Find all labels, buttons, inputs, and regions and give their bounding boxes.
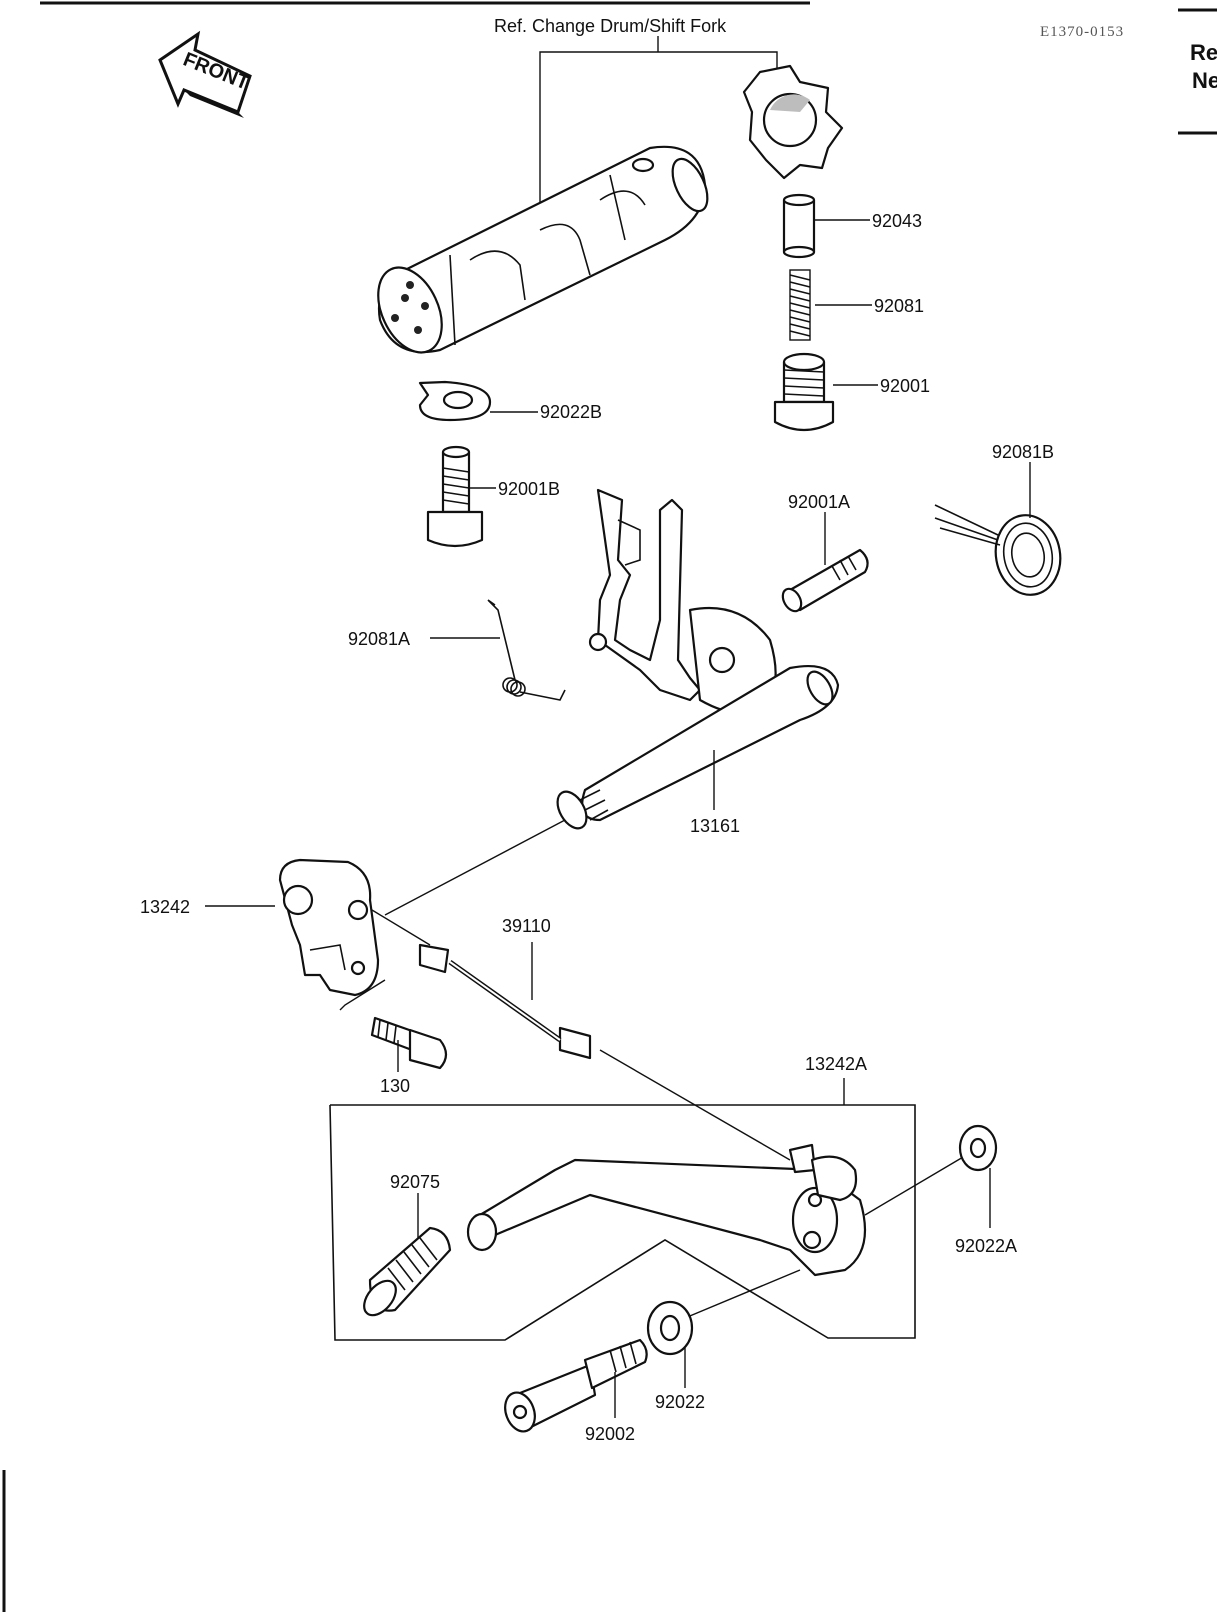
drawing-code: E1370-0153 bbox=[1040, 24, 1124, 40]
label-39110: 39110 bbox=[502, 916, 551, 936]
pedal-group-frame bbox=[329, 1104, 916, 1341]
label-92081A: 92081A bbox=[348, 629, 410, 649]
reference-title: Ref. Change Drum/Shift Fork bbox=[494, 16, 727, 36]
label-92075: 92075 bbox=[390, 1172, 440, 1192]
label-13161: 13161 bbox=[690, 816, 740, 836]
washer-92022-drawing bbox=[646, 1300, 694, 1356]
edge-text-1: Re bbox=[1190, 40, 1217, 65]
label-130: 130 bbox=[380, 1076, 410, 1096]
pedal-rubber-92075-drawing bbox=[363, 1226, 452, 1317]
spring-92081B-drawing bbox=[934, 504, 1062, 596]
stud-92001A-drawing bbox=[781, 548, 869, 613]
label-92081: 92081 bbox=[874, 296, 924, 316]
label-13242: 13242 bbox=[140, 897, 190, 917]
edge-text-2: Ne bbox=[1192, 68, 1217, 93]
label-92001: 92001 bbox=[880, 376, 930, 396]
label-92002: 92002 bbox=[585, 1424, 635, 1444]
lockwasher-92022B-drawing bbox=[418, 380, 492, 422]
label-92001A: 92001A bbox=[788, 492, 850, 512]
bolt-130-drawing bbox=[370, 1016, 448, 1070]
guide-lever-to-rod bbox=[371, 909, 431, 946]
shift-shaft-13161-drawing bbox=[556, 488, 840, 830]
spring-92081-drawing bbox=[789, 269, 811, 341]
spring-92081A-drawing bbox=[487, 599, 566, 701]
label-92022A: 92022A bbox=[955, 1236, 1017, 1256]
label-92022B: 92022B bbox=[540, 402, 602, 422]
pin-92043-drawing bbox=[782, 193, 816, 259]
label-13242A: 13242A bbox=[805, 1054, 867, 1074]
guide-lever-to-bolt bbox=[339, 979, 386, 1011]
shift-lever-13242-drawing bbox=[278, 858, 380, 997]
shift-drum-cam-plate-drawing bbox=[742, 64, 844, 180]
guide-washer-to-pedal bbox=[864, 1149, 976, 1216]
bolt-92001B-drawing bbox=[426, 445, 484, 548]
guide-pedal-to-washer bbox=[684, 1269, 801, 1319]
reference-bracket bbox=[539, 36, 778, 205]
label-92043: 92043 bbox=[872, 211, 922, 231]
shift-pedal-drawing bbox=[466, 1143, 867, 1277]
plug-92001-drawing bbox=[773, 352, 835, 432]
washer-92022A-drawing bbox=[958, 1124, 998, 1172]
tie-rod-39110-drawing bbox=[418, 943, 592, 1060]
label-92022: 92022 bbox=[655, 1392, 705, 1412]
front-arrow-icon: FRONT bbox=[158, 30, 252, 118]
guide-shaft-to-lever bbox=[384, 819, 566, 916]
label-92081B: 92081B bbox=[992, 442, 1054, 462]
bolt-92002-drawing bbox=[504, 1338, 648, 1433]
label-92001B: 92001B bbox=[498, 479, 560, 499]
change-drum-drawing bbox=[377, 145, 709, 354]
